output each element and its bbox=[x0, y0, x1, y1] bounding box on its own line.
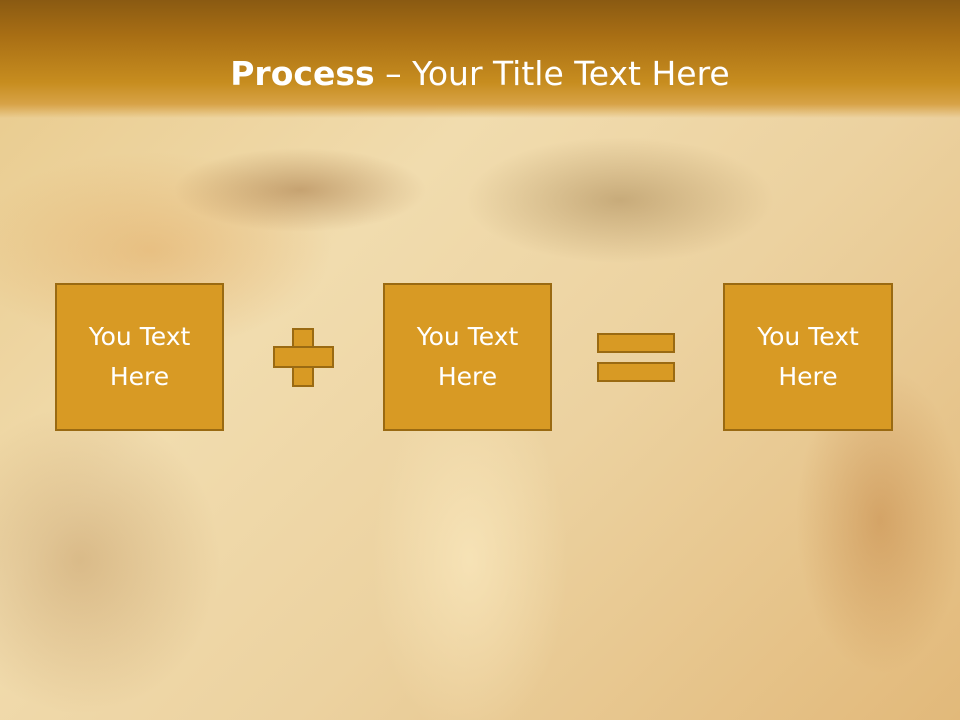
plus-center bbox=[294, 348, 312, 366]
title-bar bbox=[0, 0, 960, 118]
title-bold: Process bbox=[230, 54, 375, 93]
slide-title: Process – Your Title Text Here bbox=[0, 52, 960, 96]
title-rest: – Your Title Text Here bbox=[374, 54, 730, 93]
equals-top-bar bbox=[597, 333, 675, 353]
equals-bottom-bar bbox=[597, 362, 675, 382]
process-box-2[interactable]: You Text Here bbox=[383, 283, 552, 431]
process-box-3[interactable]: You Text Here bbox=[723, 283, 893, 431]
process-box-1[interactable]: You Text Here bbox=[55, 283, 224, 431]
